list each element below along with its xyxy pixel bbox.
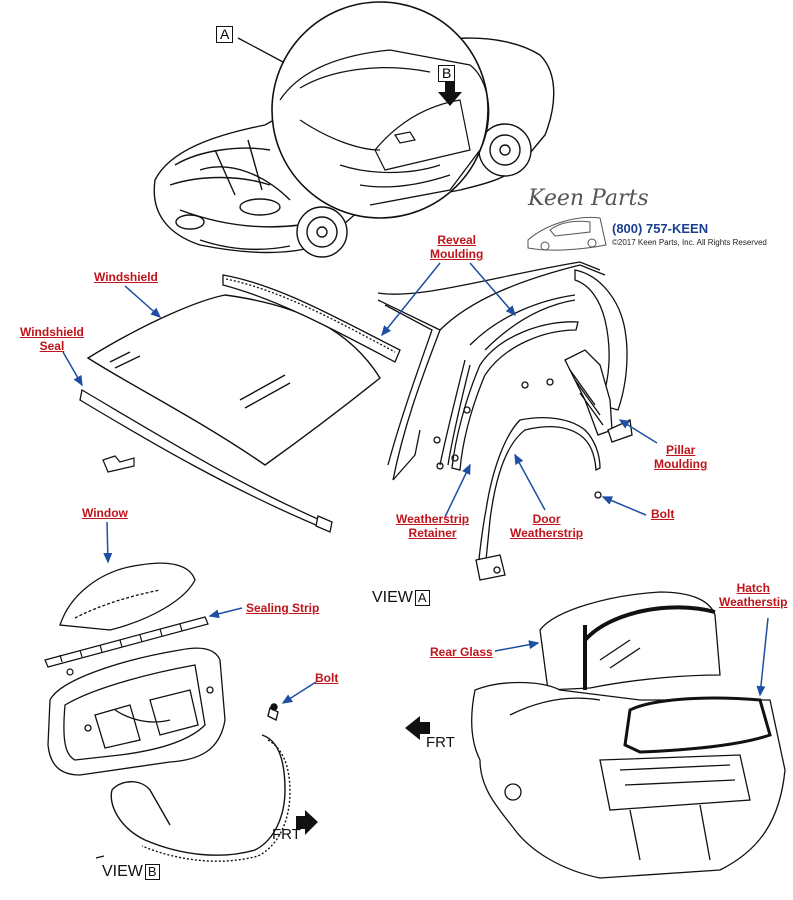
frt-label-rear: FRT — [426, 734, 455, 751]
label-windshield: Windshield — [94, 270, 158, 284]
hatch-body — [471, 681, 786, 879]
sealing-strip-part — [44, 616, 209, 676]
callout-a: A — [216, 26, 234, 43]
magnifier-circle — [237, 1, 490, 219]
label-rear-glass: Rear Glass — [430, 645, 493, 659]
label-bolt-left: Bolt — [315, 671, 339, 685]
windshield-clip — [102, 455, 135, 473]
window-glass — [59, 562, 196, 631]
leader-lines — [62, 262, 769, 704]
brand-phone: (800) 757-KEEN — [612, 221, 709, 236]
rear-glass-part — [539, 591, 721, 691]
windshield-seal — [79, 388, 333, 533]
frt-label-door: FRT — [272, 826, 301, 843]
windshield-glass — [86, 294, 381, 466]
brand-logo-text: Keen Parts — [528, 186, 649, 211]
brand-copyright: ©2017 Keen Parts, Inc. All Rights Reserv… — [612, 238, 767, 247]
frt-arrows — [296, 716, 430, 835]
view-a-illustration — [377, 261, 633, 581]
label-bolt-right: Bolt — [651, 507, 675, 521]
door-weatherstrip-b — [95, 703, 291, 862]
brand-logo — [527, 216, 607, 251]
callout-b: B — [438, 65, 456, 82]
label-window: Window — [82, 506, 128, 520]
door-panel — [47, 647, 226, 776]
label-sealing-strip: Sealing Strip — [246, 601, 320, 615]
reveal-moulding-strip — [222, 274, 401, 363]
